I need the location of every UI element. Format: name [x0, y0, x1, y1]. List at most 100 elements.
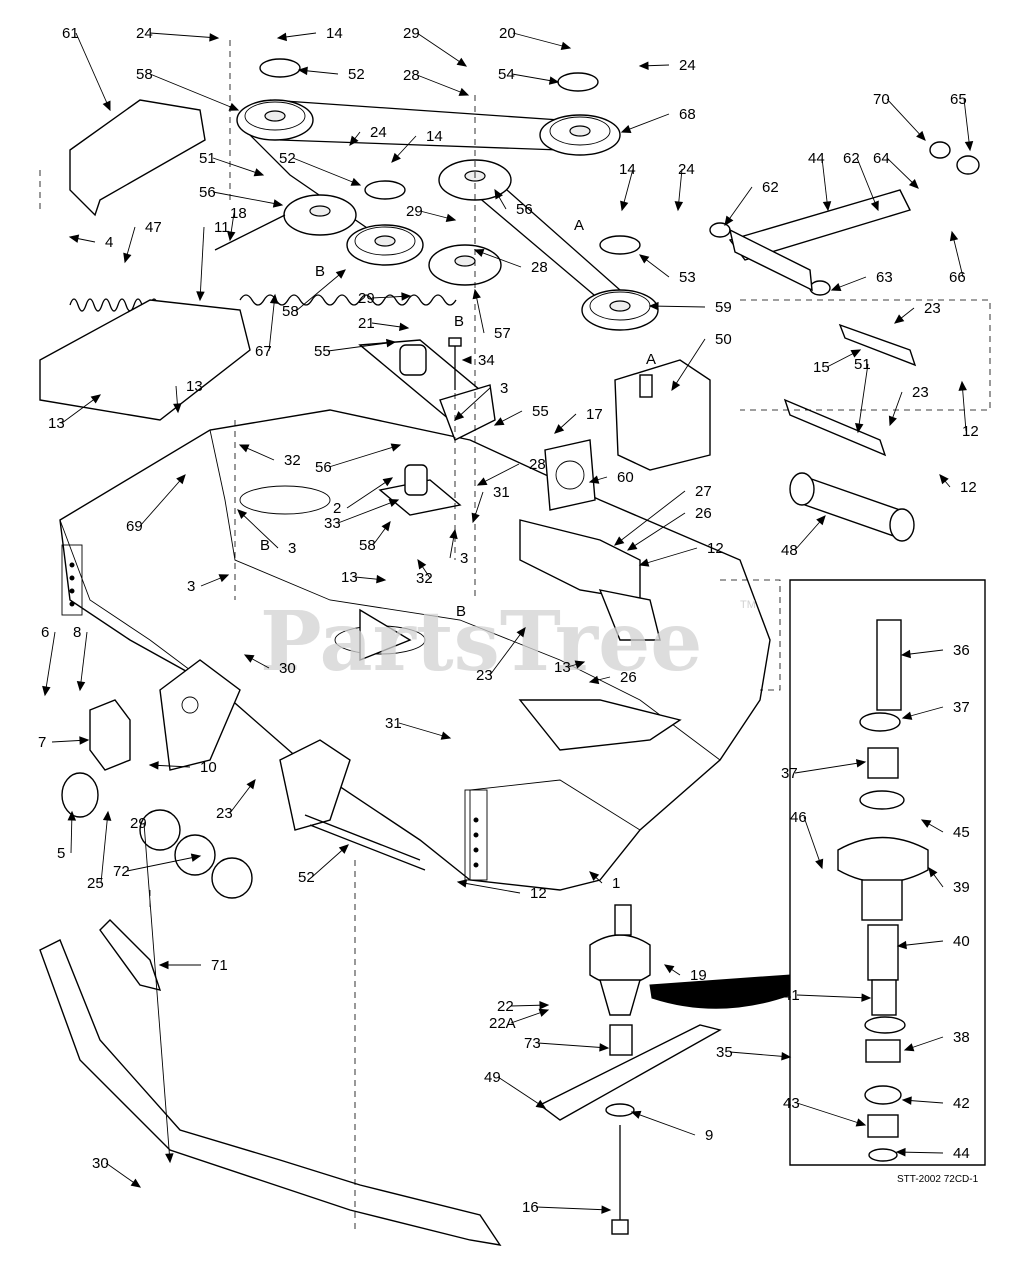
callout-number: 8: [73, 624, 81, 641]
callout-number: 29: [130, 815, 147, 832]
callout-arrowhead-28: [473, 248, 485, 257]
callout-number: 3: [500, 380, 508, 397]
callout-arrowhead-24: [638, 61, 649, 70]
callout-arrowhead-10: [148, 761, 159, 770]
callout-number: 9: [705, 1127, 713, 1144]
callout-number: 2: [333, 500, 341, 517]
callout-arrowhead-61: [102, 100, 111, 112]
callout-arrowhead-48: [816, 515, 826, 526]
callout-leader-49: [497, 1076, 546, 1109]
callout-number: 13: [48, 415, 65, 432]
callout-leader-33: [337, 499, 399, 524]
callout-arrowhead-38: [903, 1043, 915, 1052]
callout-number: 23: [924, 300, 941, 317]
group-letter: A: [646, 351, 656, 368]
callout-arrowhead-12: [958, 380, 967, 391]
callout-leader-29: [143, 822, 171, 1163]
callout-number: 46: [790, 809, 807, 826]
callout-arrowhead-22: [539, 1000, 550, 1010]
callout-number: 31: [385, 715, 402, 732]
callout-number: 5: [57, 845, 65, 862]
callout-number: 32: [416, 570, 433, 587]
callout-arrowhead-56: [390, 443, 402, 452]
callout-number: 51: [199, 150, 216, 167]
callout-number: 23: [476, 667, 493, 684]
callout-arrowhead-37: [901, 711, 913, 720]
callout-arrowhead-41: [861, 993, 872, 1002]
callout-arrowhead-37: [855, 759, 867, 768]
callout-number: 32: [284, 452, 301, 469]
callout-labels: 1233334567891011121212121313131314141415…: [38, 25, 979, 1216]
callout-arrowhead-55: [493, 417, 505, 426]
spindle-detail-box: [789, 579, 986, 1166]
callout-arrowhead-13: [173, 403, 182, 414]
callout-number: 47: [145, 219, 162, 236]
callout-arrowhead-39: [928, 866, 938, 878]
callout-number: 15: [813, 359, 830, 376]
callout-leader-9: [631, 1111, 696, 1136]
callout-arrowhead-29: [445, 213, 457, 223]
callout-number: 39: [953, 879, 970, 896]
callout-arrowhead-33: [388, 499, 400, 508]
watermark-trademark: TM: [740, 599, 756, 611]
callout-number: 26: [620, 669, 637, 686]
callout-number: 72: [113, 863, 130, 880]
callout-number: 44: [808, 150, 825, 167]
callout-arrowhead-13: [90, 394, 102, 404]
callout-arrowhead-12: [939, 474, 949, 485]
callout-number: 53: [679, 269, 696, 286]
callout-arrowhead-73: [599, 1043, 610, 1052]
callout-number: 10: [200, 759, 217, 776]
callout-arrowhead-22A: [538, 1008, 550, 1017]
callout-leader-51: [212, 157, 264, 176]
callout-number: 60: [617, 469, 634, 486]
callout-number: 56: [516, 201, 533, 218]
callout-leader-73: [537, 1042, 609, 1049]
callout-number: 40: [953, 933, 970, 950]
callout-number: 41: [783, 987, 800, 1004]
callout-leaders: [42, 32, 974, 1214]
callout-leader-29: [416, 32, 467, 67]
callout-number: 70: [873, 91, 890, 108]
callout-number: 24: [679, 57, 696, 74]
callout-number: 22A: [489, 1015, 516, 1032]
callout-arrowhead-52: [297, 66, 308, 76]
callout-number: 54: [498, 66, 515, 83]
callout-arrowhead-23: [894, 314, 905, 324]
callout-number: 11: [214, 219, 230, 236]
callout-number: 7: [38, 734, 46, 751]
callout-arrowhead-29: [165, 1153, 174, 1164]
callout-leader-69: [139, 474, 186, 527]
callout-arrowhead-25: [102, 810, 112, 821]
callout-arrowhead-20: [560, 41, 572, 50]
callout-number: 49: [484, 1069, 501, 1086]
callout-number: 14: [426, 128, 443, 145]
callout-leader-2: [346, 477, 393, 509]
callout-number: 71: [211, 957, 228, 974]
callout-leader-3: [237, 509, 279, 549]
callout-number: 12: [707, 540, 724, 557]
callout-number: 50: [715, 331, 732, 348]
callout-number: 62: [843, 150, 860, 167]
callout-leader-27: [614, 490, 686, 546]
callout-leader-12: [639, 547, 698, 566]
callout-arrowhead-14: [276, 32, 287, 42]
callout-arrowhead-15: [850, 349, 862, 358]
callout-number: 18: [230, 205, 247, 222]
callout-number: 13: [341, 569, 358, 586]
callout-arrowhead-42: [901, 1096, 912, 1105]
callout-number: 26: [695, 505, 712, 522]
callout-arrowhead-2: [382, 477, 394, 487]
callout-arrowhead-40: [896, 940, 907, 950]
callout-arrowhead-19: [663, 964, 675, 974]
callout-number: 30: [92, 1155, 109, 1172]
callout-arrowhead-51: [253, 168, 265, 177]
callout-arrowhead-9: [630, 1110, 642, 1119]
callout-number: 30: [279, 660, 296, 677]
callout-arrowhead-3: [454, 411, 465, 421]
callout-arrowhead-23: [516, 626, 526, 638]
callout-leader-12: [457, 881, 521, 894]
callout-number: 6: [41, 624, 49, 641]
